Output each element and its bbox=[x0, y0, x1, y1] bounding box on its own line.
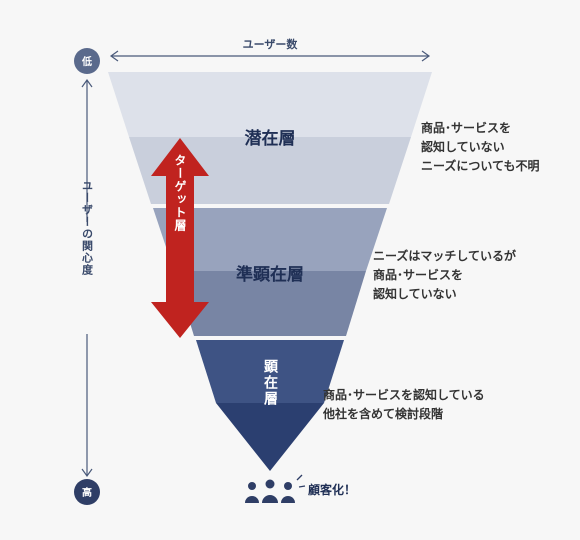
vertical-axis-arrow-bottom bbox=[81, 468, 93, 478]
tier-manifest-bottom bbox=[216, 403, 324, 471]
tier-latent-bottom bbox=[129, 137, 411, 204]
tier-manifest-name: 顕在層 bbox=[262, 359, 278, 407]
high-marker-circle bbox=[74, 479, 100, 505]
horizontal-axis-arrow-right bbox=[421, 50, 431, 62]
tier-manifest-desc-line-1: 商品･サービスを認知している bbox=[323, 387, 485, 402]
tier-latent-top bbox=[108, 72, 432, 137]
tier-semi-top bbox=[153, 208, 387, 271]
spark-lines-icon bbox=[296, 474, 306, 488]
people-icon bbox=[245, 479, 295, 503]
tier-manifest-top bbox=[196, 340, 344, 403]
tier-manifest-desc-line-2: 他社を含めて検討段階 bbox=[322, 406, 443, 421]
tier-latent-desc-line-3: ニーズについても不明 bbox=[421, 158, 539, 173]
low-marker-label: 低 bbox=[81, 55, 92, 68]
vertical-axis-label: ユーザーの関心度 bbox=[81, 180, 94, 276]
tier-semi-desc-line-3: 認知していない bbox=[373, 286, 457, 301]
goal-label: 顧客化！ bbox=[308, 482, 356, 497]
tier-semi-desc-line-2: 商品･サービスを bbox=[373, 267, 463, 282]
low-marker-circle bbox=[74, 48, 100, 74]
tier-latent-desc-line-2: 認知していない bbox=[421, 139, 505, 154]
tier-semi-bottom bbox=[174, 271, 366, 336]
vertical-axis-arrow-top bbox=[81, 78, 93, 88]
tier-semi-desc-line-1: ニーズはマッチしているが bbox=[373, 248, 516, 263]
high-marker-label: 高 bbox=[82, 486, 92, 499]
tier-latent-name: 潜在層 bbox=[245, 128, 296, 149]
target-double-arrow bbox=[151, 138, 209, 338]
tier-semi-name: 準顕在層 bbox=[236, 264, 304, 285]
target-layer-label: ターゲット層 bbox=[173, 154, 187, 232]
horizontal-axis-arrow-left bbox=[109, 50, 119, 62]
vertical-axis-label-bg bbox=[78, 222, 96, 334]
tier-latent-desc-line-1: 商品･サービスを bbox=[421, 120, 511, 135]
horizontal-axis-label-bg bbox=[233, 36, 309, 52]
horizontal-axis-label: ユーザー数 bbox=[243, 37, 299, 51]
